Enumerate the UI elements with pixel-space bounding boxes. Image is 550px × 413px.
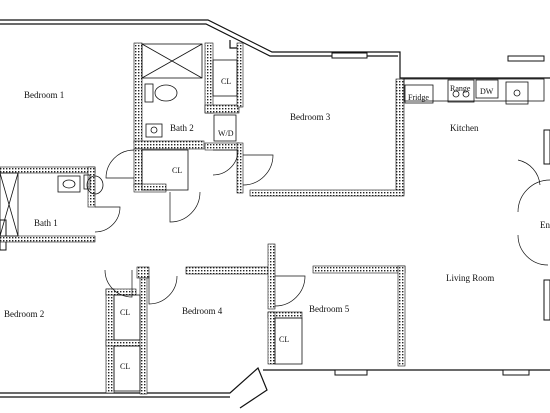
label-bedroom-3: Bedroom 3 <box>290 112 331 122</box>
room-labels: Bedroom 1 Bath 2 Bedroom 3 Kitchen Bath … <box>4 90 550 319</box>
bath-1-sink <box>57 175 81 193</box>
bath-1-toilet-tank <box>83 174 91 190</box>
label-living-room: Living Room <box>446 273 494 283</box>
fixture-labels: CL W/D CL Fridge Range DW CL CL CL <box>120 77 494 371</box>
doors <box>94 149 550 307</box>
bath-1-shower <box>0 172 19 237</box>
range <box>447 79 475 103</box>
bedroom-2-door <box>104 269 133 298</box>
bedroom-1-door <box>105 149 135 179</box>
bedroom-4-door <box>148 275 178 305</box>
bath-1-fixtures <box>0 172 104 237</box>
bath-2-shower <box>141 43 203 79</box>
label-bath-2: Bath 2 <box>170 123 194 133</box>
interior-walls <box>0 42 406 395</box>
label-entry: En <box>540 220 550 230</box>
bath-1-door <box>94 206 121 233</box>
entry-door-2 <box>517 234 549 266</box>
washer-dryer <box>213 114 237 142</box>
fridge <box>404 84 434 104</box>
label-closet-bedroom-4-lower: CL <box>120 362 130 371</box>
label-bedroom-1: Bedroom 1 <box>24 90 64 100</box>
label-closet-bath-2: CL <box>172 166 182 175</box>
kitchen-fixtures <box>403 78 545 105</box>
kitchen-door <box>517 159 541 186</box>
closets <box>113 294 303 392</box>
label-range: Range <box>450 84 471 93</box>
label-bedroom-4: Bedroom 4 <box>182 306 223 316</box>
label-closet-bath-2-top: CL <box>221 77 231 86</box>
label-fridge: Fridge <box>408 93 429 102</box>
bath-1-toilet-bowl <box>86 175 104 195</box>
dishwasher <box>475 79 499 99</box>
bedroom-5-closet <box>274 317 303 365</box>
label-closet-bedroom-4-upper: CL <box>120 308 130 317</box>
label-washer-dryer: W/D <box>218 129 234 138</box>
bath-2-door <box>169 191 201 223</box>
bath-2-closet-door <box>212 149 239 176</box>
bath-2-top-closet <box>212 59 238 97</box>
label-closet-bedroom-5: CL <box>279 335 289 344</box>
kitchen-sink <box>505 81 529 105</box>
label-kitchen: Kitchen <box>450 123 479 133</box>
bedroom-3-door <box>242 154 274 186</box>
bath-2-fixtures <box>141 43 238 191</box>
label-dishwasher: DW <box>480 87 494 96</box>
entry-door <box>517 179 550 213</box>
bedroom-4-closet-lower <box>113 345 141 392</box>
bath-2-toilet-bowl <box>154 84 178 102</box>
bedroom-5-door <box>274 275 306 307</box>
label-bath-1: Bath 1 <box>34 218 58 228</box>
bath-2-sink <box>145 123 163 138</box>
label-bedroom-2: Bedroom 2 <box>4 309 44 319</box>
bedroom-4-closet-upper <box>113 294 141 341</box>
label-bedroom-5: Bedroom 5 <box>309 304 350 314</box>
windows <box>0 52 550 376</box>
bath-2-closet <box>141 149 189 191</box>
bath-2-toilet-tank <box>144 83 154 103</box>
